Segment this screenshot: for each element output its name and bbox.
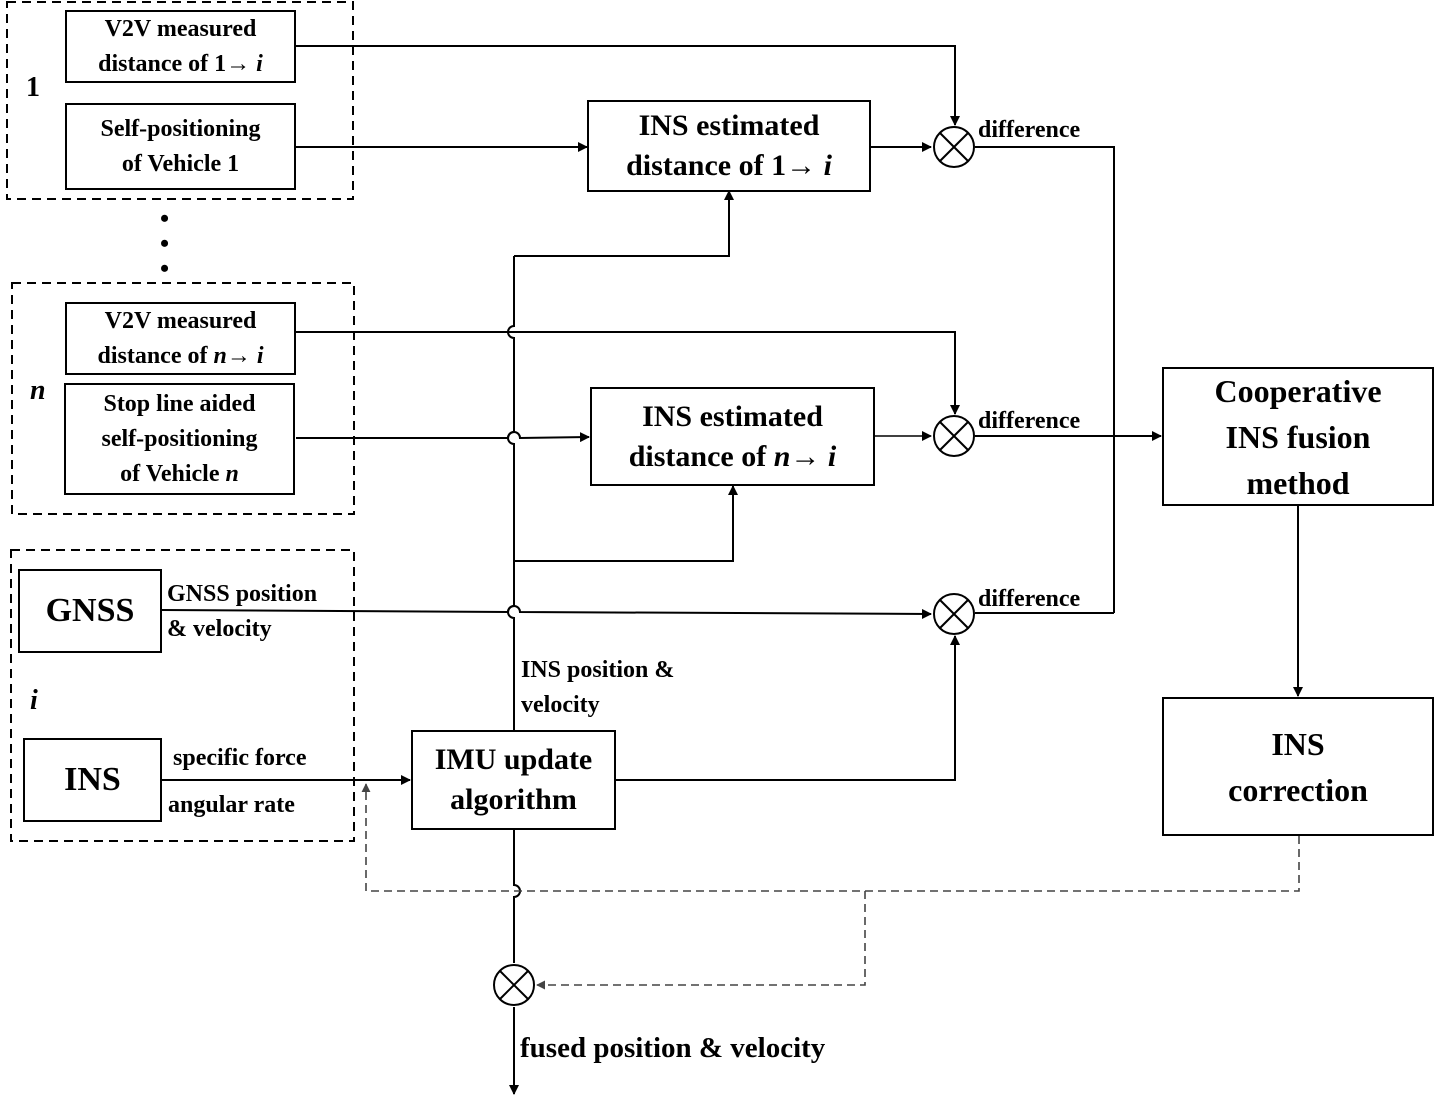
gnss-output-label: GNSS position & velocity — [167, 581, 318, 642]
ins-angular-rate-label: angular rate — [168, 792, 295, 818]
group-label-i: i — [30, 685, 38, 716]
ins-box: INS — [23, 738, 162, 822]
edge-bus-to-insest1 — [514, 190, 734, 257]
multiplier-n — [933, 415, 975, 457]
ellipsis: • • • — [160, 204, 170, 283]
edge-imu-to-final-mult — [513, 830, 521, 963]
multiplier-final — [493, 964, 535, 1006]
edge-v2v1-to-mult1 — [296, 45, 960, 126]
final-output-label: fused position & velocity — [520, 1032, 826, 1064]
difference-label-1: difference — [978, 117, 1081, 143]
edge-imu-to-multg — [616, 635, 960, 781]
vehicle-n-group — [11, 282, 355, 515]
edge-correction-to-final-mult — [536, 891, 866, 990]
imu-output-label: INS position & velocity — [521, 657, 675, 718]
edge-bus-to-insestn — [514, 485, 738, 562]
edge-correction-feedback — [361, 783, 1300, 892]
group-label-n: n — [30, 375, 46, 406]
gnss-box: GNSS — [18, 569, 162, 653]
group-label-1: 1 — [26, 72, 40, 103]
edge-mult1-difference — [975, 146, 1115, 613]
multiplier-1 — [933, 126, 975, 168]
vehicle-1-group — [6, 1, 354, 200]
edge-imu-position-bus — [507, 256, 515, 730]
difference-label-gnss: difference — [978, 586, 1081, 612]
multiplier-gnss — [933, 593, 975, 635]
vehicle-i-group — [10, 549, 355, 842]
difference-label-n: difference — [978, 408, 1081, 434]
edge-stoplinen-to-insestn — [296, 431, 590, 443]
ins-specific-force-label: specific force — [173, 745, 307, 771]
edge-v2vn-to-multn — [296, 331, 960, 415]
